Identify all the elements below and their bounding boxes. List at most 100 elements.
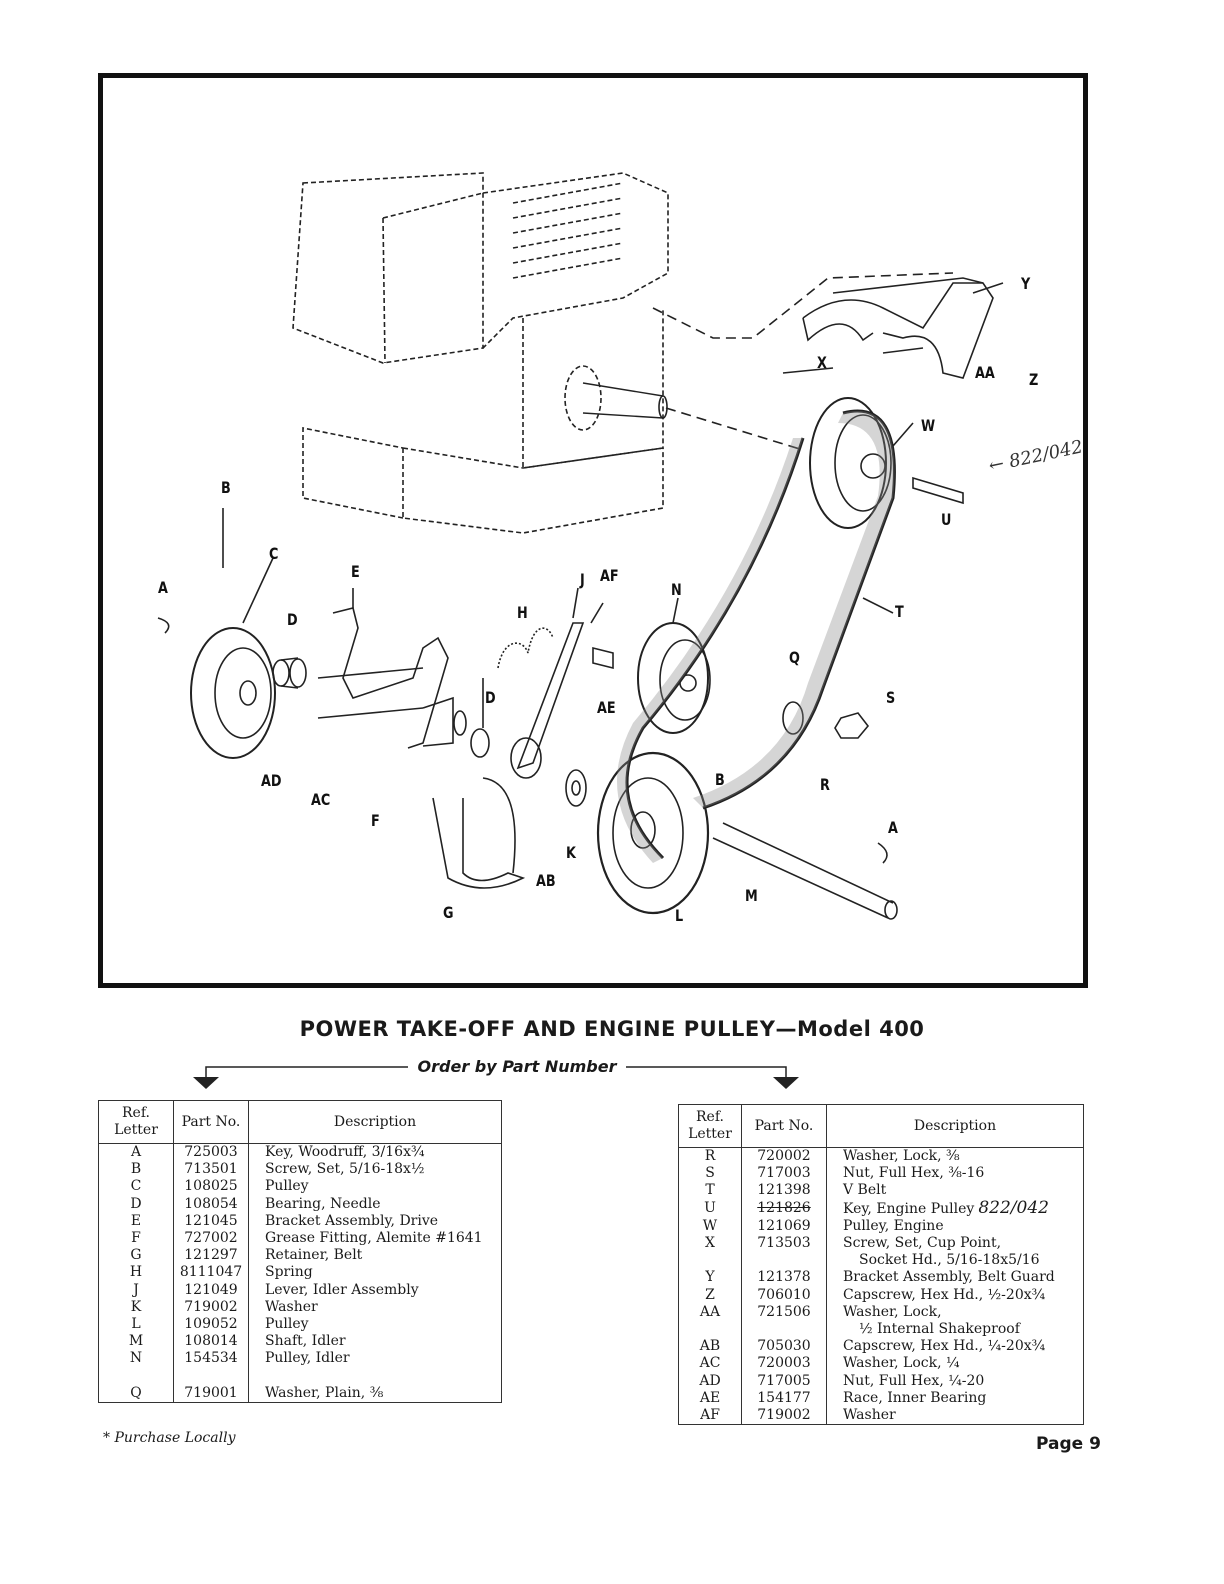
- description: Pulley, Idler: [248, 1350, 502, 1368]
- page-number: Page 9: [1036, 1434, 1101, 1454]
- description: Nut, Full Hex, ¼-20: [826, 1372, 1084, 1390]
- part-number: 705030: [741, 1338, 827, 1356]
- callout-y: Y: [1021, 274, 1031, 293]
- callout-t: T: [895, 602, 904, 621]
- ref-letter: X: [678, 1235, 742, 1270]
- part-number: 727002: [173, 1230, 249, 1248]
- ref-letter: U: [678, 1199, 742, 1218]
- description: Capscrew, Hex Hd., ½-20x¾: [826, 1286, 1084, 1304]
- ref-letter: F: [98, 1230, 174, 1248]
- description: Key, Woodruff, 3/16x¾: [248, 1143, 502, 1162]
- callout-e: E: [351, 562, 360, 581]
- callout-r: R: [820, 775, 830, 794]
- description: Pulley: [248, 1178, 502, 1196]
- part-number: 108014: [173, 1333, 249, 1351]
- ref-letter: AD: [678, 1372, 742, 1390]
- callout-k: K: [566, 843, 576, 862]
- description-text: Key, Woodruff, 3/16x¾: [265, 1144, 425, 1160]
- ref-letter: K: [98, 1298, 174, 1317]
- handwritten-part-number: 822/042: [978, 1197, 1049, 1218]
- ref-letter: AC: [678, 1355, 742, 1373]
- description-text: Spring: [265, 1264, 313, 1281]
- description-text: V Belt: [843, 1182, 887, 1199]
- ref-letter: [98, 1367, 174, 1385]
- part-number: 721506: [741, 1303, 827, 1339]
- callout-x: X: [817, 353, 827, 372]
- ref-letter: AB: [678, 1338, 742, 1356]
- belt-guard-bracket: [802, 277, 994, 379]
- part-number: 121297: [173, 1247, 249, 1265]
- part-number: 719002: [173, 1298, 249, 1317]
- ref-letter: N: [98, 1350, 174, 1368]
- description-text: Screw, Set, 5/16-18x½: [265, 1161, 425, 1178]
- header-part-no: Part No.: [741, 1104, 827, 1148]
- ref-letter: G: [98, 1247, 174, 1265]
- description-text: Screw, Set, Cup Point,: [843, 1235, 1002, 1252]
- callout-d-left: D: [287, 610, 298, 629]
- ref-letter: L: [98, 1316, 174, 1334]
- part-number: 719002: [741, 1407, 827, 1426]
- ref-letter: AF: [678, 1407, 742, 1426]
- part-number: 725003: [173, 1143, 249, 1162]
- description-text: Washer, Plain, ⅜: [265, 1384, 384, 1401]
- description-text: Bracket Assembly, Drive: [265, 1212, 439, 1229]
- ref-letter: D: [98, 1195, 174, 1213]
- callout-l: L: [675, 906, 684, 925]
- description: V Belt: [826, 1182, 1084, 1200]
- description: Screw, Set, Cup Point,Socket Hd., 5/16-1…: [826, 1235, 1084, 1270]
- engine-outline: [292, 172, 669, 534]
- description: Retainer, Belt: [248, 1247, 502, 1265]
- footnote: * Purchase Locally: [103, 1430, 236, 1446]
- ref-letter: E: [98, 1212, 174, 1231]
- description: Capscrew, Hex Hd., ¼-20x¾: [826, 1338, 1084, 1356]
- description-continued: ½ Internal Shakeproof: [859, 1321, 1020, 1338]
- part-number: 121398: [741, 1182, 827, 1200]
- description-text: Washer, Lock, ¼: [843, 1355, 960, 1372]
- part-number: 706010: [741, 1286, 827, 1304]
- description-text: Lever, Idler Assembly: [265, 1281, 419, 1298]
- callout-c: C: [269, 544, 279, 563]
- part-number: 713503: [741, 1235, 827, 1270]
- description-text: Nut, Full Hex, ¼-20: [843, 1372, 985, 1389]
- description: [248, 1367, 502, 1385]
- header-description: Description: [248, 1100, 502, 1144]
- callout-m: M: [745, 886, 758, 905]
- description: Lever, Idler Assembly: [248, 1281, 502, 1299]
- callout-aa: AA: [975, 363, 995, 382]
- description: Pulley, Engine: [826, 1217, 1084, 1236]
- callout-g: G: [443, 903, 454, 922]
- callout-h: H: [517, 603, 528, 622]
- description: Washer, Lock, ¼: [826, 1355, 1084, 1373]
- description-text: Pulley, Idler: [265, 1350, 350, 1367]
- description: Race, Inner Bearing: [826, 1389, 1084, 1408]
- callout-j: J: [580, 570, 585, 589]
- callout-ae: AE: [597, 698, 616, 717]
- description-text: Nut, Full Hex, ⅜-16: [843, 1165, 985, 1182]
- description: Bearing, Needle: [248, 1195, 502, 1213]
- callout-z: Z: [1029, 370, 1039, 389]
- ref-letter: S: [678, 1165, 742, 1183]
- description-text: Retainer, Belt: [265, 1247, 363, 1264]
- description-text: Pulley, Engine: [843, 1217, 944, 1234]
- part-number: 717005: [741, 1372, 827, 1390]
- part-number: 109052: [173, 1316, 249, 1334]
- header-ref-letter: Ref. Letter: [98, 1100, 174, 1144]
- description-continued: Socket Hd., 5/16-18x5/16: [859, 1252, 1040, 1269]
- part-number: [173, 1367, 249, 1385]
